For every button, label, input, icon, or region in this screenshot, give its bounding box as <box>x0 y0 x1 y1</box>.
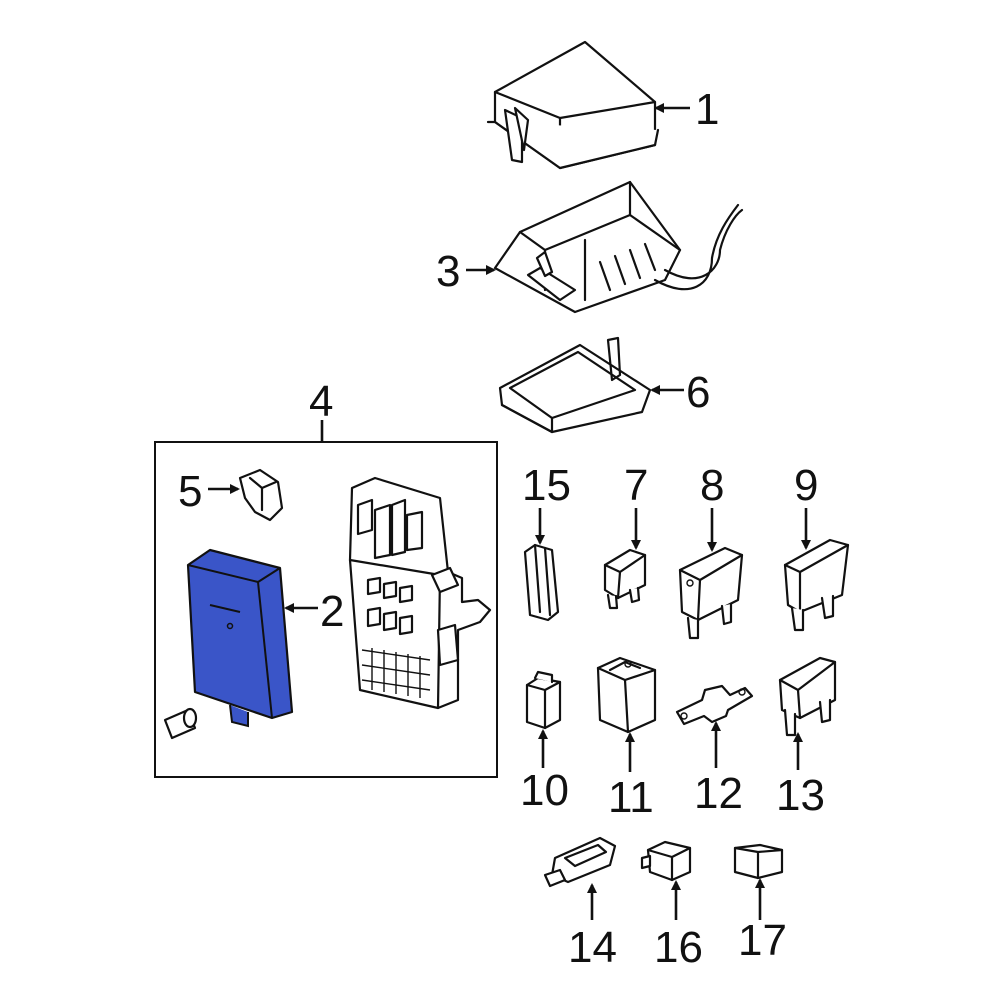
part-5-clip[interactable] <box>238 468 284 522</box>
callout-arrows <box>208 103 811 920</box>
part-16-micro-relay[interactable] <box>640 840 692 882</box>
part-6-tray[interactable] <box>498 336 652 434</box>
callout-8: 8 <box>700 461 724 510</box>
part-13-fuse[interactable] <box>778 656 837 737</box>
callout-14: 14 <box>568 923 617 972</box>
assembly-4-frame <box>154 441 498 778</box>
part-14-fuse-holder[interactable] <box>543 836 617 888</box>
callout-9: 9 <box>794 461 818 510</box>
callout-6: 6 <box>686 368 710 417</box>
part-17-mini-relay[interactable] <box>733 843 784 880</box>
part-15-fuse-puller[interactable] <box>523 543 560 622</box>
part-10-relay[interactable] <box>525 670 562 730</box>
callout-7: 7 <box>624 461 648 510</box>
callout-17: 17 <box>738 916 787 965</box>
part-12-bolt-fuse[interactable] <box>675 684 754 726</box>
callout-13: 13 <box>776 771 825 820</box>
bolt <box>163 707 198 740</box>
callout-5: 5 <box>178 467 202 516</box>
part-7-mini-fuse[interactable] <box>603 548 647 610</box>
callout-2: 2 <box>320 587 344 636</box>
callout-16: 16 <box>654 923 703 972</box>
callout-1: 1 <box>695 85 719 134</box>
part-8-fuse[interactable] <box>678 546 744 640</box>
callout-4: 4 <box>309 377 333 426</box>
callout-15: 15 <box>522 461 571 510</box>
callout-12: 12 <box>694 769 743 818</box>
part-3-junction-box[interactable] <box>493 180 744 314</box>
part-9-fuse[interactable] <box>783 538 850 632</box>
callout-3: 3 <box>436 247 460 296</box>
part-1-cover[interactable] <box>486 40 660 170</box>
callout-labels: 1 2 3 4 5 6 7 8 9 10 11 12 13 14 15 16 1… <box>178 85 825 972</box>
part-2-control-module[interactable] <box>186 548 294 728</box>
part-11-relay[interactable] <box>596 656 657 734</box>
fuse-block <box>348 476 492 710</box>
callout-11: 11 <box>608 773 654 822</box>
callout-10: 10 <box>520 766 569 815</box>
